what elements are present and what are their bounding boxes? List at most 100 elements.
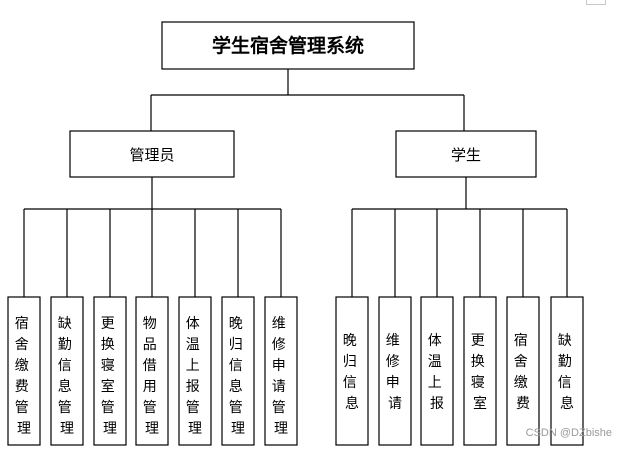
student-leaf-2: 维 修 申 请 (378, 296, 412, 446)
root-label: 学生宿舍管理系统 (212, 34, 364, 57)
student-leaf-char: 勤 (558, 354, 572, 370)
admin-leaf-char: 归 (229, 336, 243, 353)
admin-leaf-char: 理 (274, 421, 288, 437)
admin-leaf-char: 物 (143, 316, 157, 332)
watermark-text: CSDN @DZbishe (525, 427, 612, 439)
admin-leaf-char: 息 (229, 378, 243, 395)
student-leaf-5: 宿 舍 缴 费 (506, 296, 540, 446)
root-node: 学生宿舍管理系统 (161, 21, 415, 70)
admin-leaf-char: 报 (186, 379, 200, 395)
student-leaf-char: 宿 (514, 332, 528, 349)
admin-leaf-char: 信 (229, 358, 243, 374)
admin-leaf-char: 管 (186, 400, 200, 416)
admin-leaf-char: 管 (58, 400, 72, 416)
student-leaf-char: 请 (388, 396, 402, 412)
admin-leaf-char: 理 (103, 421, 117, 437)
admin-leaf-4: 物 品 借 用 管 理 (135, 296, 169, 446)
admin-leaf-char: 息 (58, 378, 72, 395)
admin-leaf-5: 体 温 上 报 管 理 (178, 296, 212, 446)
student-leaf-char: 上 (428, 375, 442, 391)
role-node-student: 学生 (395, 130, 537, 178)
admin-leaf-char: 体 (186, 316, 200, 332)
admin-leaf-char: 管 (229, 400, 243, 416)
admin-leaf-char: 管 (143, 400, 157, 416)
svg-text:更 换 寝 室: 更 换 寝 室 管 理 (101, 316, 119, 437)
admin-leaf-char: 换 (101, 336, 115, 353)
svg-text:体 温 上 报: 体 温 上 报 (428, 333, 446, 412)
student-connector (351, 177, 568, 297)
admin-leaf-2: 缺 勤 信 息 管 理 (50, 296, 84, 446)
admin-leaf-char: 品 (143, 337, 157, 353)
svg-text:缺 勤 信 息: 缺 勤 信 息 (558, 333, 576, 412)
student-leaf-3: 体 温 上 报 (420, 296, 454, 446)
admin-leaf-char: 舍 (15, 337, 29, 353)
student-leaf-char: 换 (471, 353, 485, 370)
admin-leaf-char: 上 (186, 358, 200, 374)
svg-text:宿 舍 缴 费: 宿 舍 缴 费 管 理 (15, 315, 33, 437)
admin-leaf-char: 理 (145, 421, 159, 437)
admin-leaf-char: 管 (272, 400, 286, 416)
admin-leaf-char: 理 (188, 421, 202, 437)
student-leaf-char: 更 (471, 333, 485, 349)
student-leaf-char: 缴 (514, 375, 528, 391)
admin-leaf-char: 修 (272, 337, 286, 353)
admin-connector (23, 177, 282, 297)
admin-leaf-char: 维 (272, 316, 286, 332)
svg-text:物 品 借 用: 物 品 借 用 管 理 (143, 316, 161, 437)
student-leaf-4: 更 换 寝 室 (463, 296, 497, 446)
student-leaf-char: 缺 (558, 333, 572, 349)
admin-leaf-char: 室 (101, 378, 115, 395)
role-label-student: 学生 (451, 146, 481, 164)
admin-leaf-char: 更 (101, 316, 115, 332)
student-leaf-6: 缺 勤 信 息 (550, 296, 584, 446)
admin-leaf-7: 维 修 申 请 管 理 (264, 296, 298, 446)
admin-leaf-char: 信 (58, 358, 72, 374)
admin-leaf-char: 申 (272, 358, 286, 374)
admin-leaf-char: 寝 (101, 357, 115, 374)
admin-leaf-char: 费 (15, 379, 29, 395)
svg-text:维 修 申 请: 维 修 申 请 (386, 333, 404, 412)
svg-text:晚 归 信 息: 晚 归 信 息 管 理 (229, 316, 247, 437)
student-leaf-char: 息 (560, 395, 574, 412)
svg-text:体 温 上 报: 体 温 上 报 管 理 (186, 316, 204, 437)
admin-leaf-char: 晚 (229, 316, 243, 332)
student-leaf-1: 晚 归 信 息 (335, 296, 369, 446)
student-leaf-char: 温 (428, 354, 442, 370)
student-leaf-char: 息 (345, 395, 359, 412)
corner-crop-mark (586, 0, 606, 5)
admin-leaf-char: 缴 (15, 358, 29, 374)
admin-leaf-char: 缺 (58, 316, 72, 332)
admin-leaf-1: 宿 舍 缴 费 管 理 (7, 296, 41, 446)
admin-leaf-char: 宿 (15, 315, 29, 332)
admin-leaf-char: 理 (60, 421, 74, 437)
student-leaf-char: 申 (386, 375, 400, 391)
admin-leaf-3: 更 换 寝 室 管 理 (93, 296, 127, 446)
student-leaf-char: 归 (343, 353, 357, 370)
role-label-admin: 管理员 (129, 146, 174, 164)
student-leaf-char: 信 (558, 375, 572, 391)
student-leaf-char: 体 (428, 333, 442, 349)
student-leaf-char: 信 (343, 375, 357, 391)
admin-leaf-char: 理 (231, 421, 245, 437)
admin-leaf-char: 管 (15, 400, 29, 416)
admin-leaf-char: 请 (272, 379, 286, 395)
admin-leaf-char: 用 (143, 379, 157, 395)
student-leaf-char: 寝 (471, 374, 485, 391)
admin-leaf-char: 管 (101, 400, 115, 416)
student-leaf-char: 报 (430, 396, 444, 412)
svg-text:维 修 申 请: 维 修 申 请 管 理 (272, 316, 290, 437)
student-leaf-char: 室 (473, 395, 487, 412)
admin-leaf-char: 温 (186, 337, 200, 353)
role-node-admin: 管理员 (69, 130, 235, 178)
student-leaf-char: 维 (386, 333, 400, 349)
admin-leaf-6: 晚 归 信 息 管 理 (221, 296, 255, 446)
svg-text:宿 舍 缴 费: 宿 舍 缴 费 (514, 332, 532, 412)
svg-text:更 换 寝 室: 更 换 寝 室 (471, 333, 489, 412)
svg-text:缺 勤 信 息: 缺 勤 信 息 管 理 (58, 316, 76, 437)
student-leaf-char: 费 (516, 396, 530, 412)
student-leaf-char: 舍 (514, 354, 528, 370)
svg-text:晚 归 信 息: 晚 归 信 息 (343, 333, 361, 412)
admin-leaf-char: 理 (17, 421, 31, 437)
root-connector (150, 69, 465, 131)
